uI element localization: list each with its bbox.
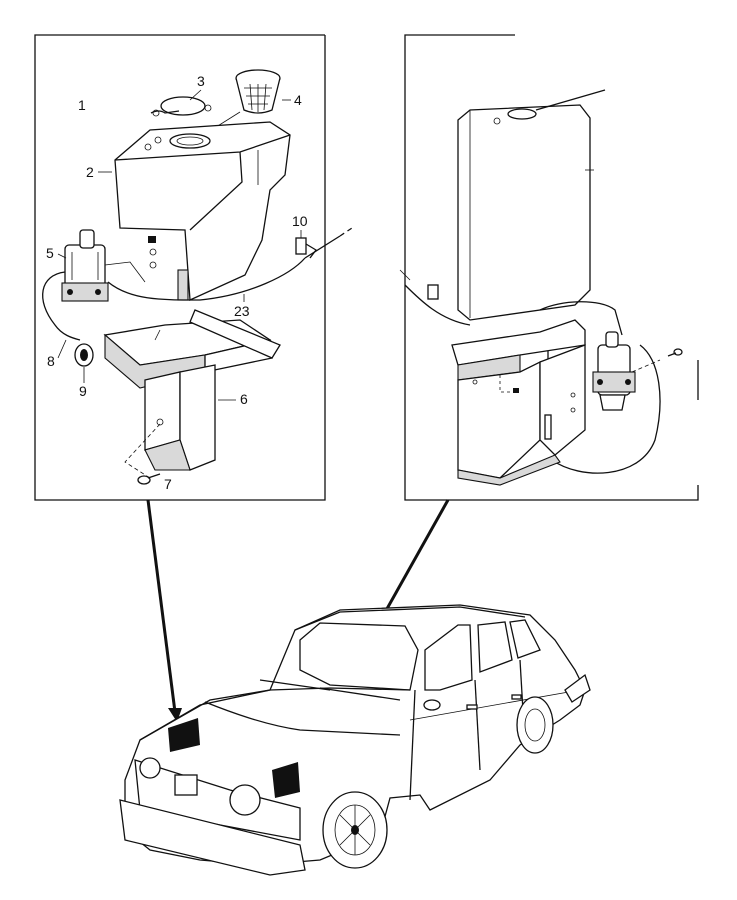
washer-reservoir: [114, 121, 291, 301]
front-bumper: [119, 799, 306, 876]
front-wheel: [322, 791, 388, 869]
car-illustration: [119, 604, 591, 876]
reservoir-alt: [457, 89, 606, 321]
windshield: [299, 622, 419, 691]
reservoir-location-marker-right: [272, 762, 300, 798]
right-detail-panel: [399, 34, 699, 501]
right-panel-frame: [404, 34, 699, 501]
left-panel-frame: [34, 34, 326, 501]
hose-to-nozzle: [304, 235, 341, 259]
callout-2: 2: [86, 164, 94, 180]
headlight-left: [139, 757, 161, 779]
washer-pump: [61, 229, 146, 302]
reservoir-cap: [150, 96, 212, 117]
hose-clip-alt: [427, 284, 439, 300]
callout-5: 5: [46, 245, 54, 261]
hose-clip: [295, 237, 317, 259]
callout-1: 1: [78, 97, 86, 113]
reservoir-location-marker-left: [168, 718, 200, 752]
callout-4: 4: [294, 92, 302, 108]
callout-8: 8: [47, 353, 55, 369]
callout-3: 3: [197, 73, 205, 89]
rear-door-window: [477, 621, 513, 673]
grommet: [74, 343, 94, 367]
callout-23: 23: [234, 303, 250, 319]
washer-pump-alt: [592, 331, 683, 411]
screw: [124, 423, 161, 485]
callout-9: 9: [79, 383, 87, 399]
mounting-bracket: [103, 309, 281, 471]
front-door-window: [424, 624, 473, 691]
callout-6: 6: [240, 391, 248, 407]
left-detail-panel: 1 2 3 4 5 6 7 8 9 10 23: [34, 34, 353, 501]
callout-10: 10: [292, 213, 308, 229]
callout-7: 7: [164, 476, 172, 492]
hose-pump-loop: [42, 271, 81, 341]
rear-wheel: [516, 696, 554, 754]
mounting-bracket-alt: [451, 319, 586, 486]
headlight-right: [229, 784, 261, 816]
